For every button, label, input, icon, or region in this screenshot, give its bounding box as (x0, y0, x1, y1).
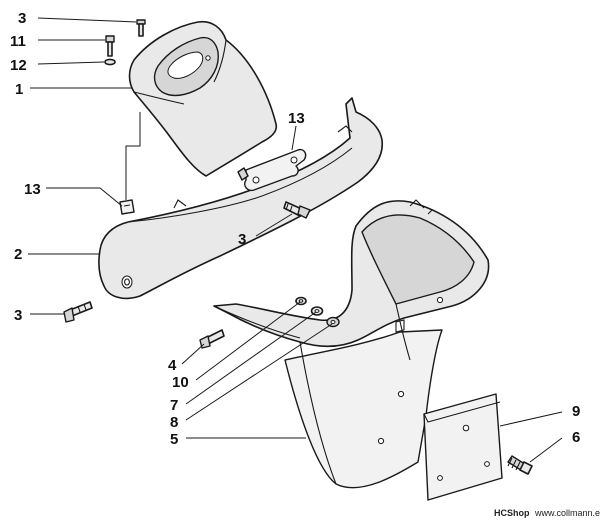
leader-4 (181, 343, 205, 365)
callout-6: 6 (572, 429, 580, 446)
leader-8 (185, 323, 333, 421)
leader-1-frame (125, 112, 141, 200)
callout-12: 12 (10, 57, 27, 74)
watermark-url: www.collmann.eu (534, 508, 600, 518)
callout-2: 2 (14, 246, 22, 263)
callout-labels: 3 11 12 1 13 13 2 3 3 4 10 7 8 5 9 6 (10, 10, 580, 448)
callout-4: 4 (168, 357, 177, 374)
part-12-washer (104, 58, 116, 66)
part-3-screw-top (136, 19, 146, 37)
callout-8: 8 (170, 414, 178, 431)
part-3-screw-left (63, 301, 93, 323)
part-11-bolt (105, 35, 115, 57)
callout-11: 11 (10, 33, 26, 50)
leader-6 (529, 437, 563, 463)
part-13-bracket-right (237, 148, 307, 192)
callout-9: 9 (572, 403, 580, 420)
leader-13-right (291, 125, 297, 151)
leader-13-left (46, 187, 123, 207)
part-4-screw (199, 329, 225, 349)
watermark-brand: HCShop (494, 508, 530, 518)
callout-13-left: 13 (24, 181, 41, 198)
leader-9 (499, 411, 563, 427)
leader-12 (37, 61, 105, 65)
callout-7: 7 (170, 397, 178, 414)
part-8-nut (326, 316, 340, 328)
leader-lines (28, 17, 563, 463)
callout-3-left: 3 (14, 307, 22, 324)
leader-3-top (37, 17, 137, 23)
callout-3-top: 3 (18, 10, 26, 27)
leader-7 (185, 311, 317, 405)
leader-10 (195, 301, 301, 381)
callout-5: 5 (170, 431, 178, 448)
callout-1: 1 (15, 81, 23, 98)
part-13-clip-left (119, 199, 135, 215)
part-1-grab-handle (128, 20, 278, 177)
callout-10: 10 (172, 374, 189, 391)
part-6-screw (507, 455, 533, 475)
callout-3-mid: 3 (238, 231, 246, 248)
callout-13-right: 13 (288, 110, 305, 127)
part-2-front-cover (98, 97, 383, 300)
part-5-lower-shell (213, 199, 490, 489)
part-9-plate (423, 393, 503, 501)
watermark: HCShop www.collmann.eu (494, 508, 600, 518)
leader-3-mid (255, 213, 293, 237)
part-3-screw-mid (283, 201, 311, 219)
